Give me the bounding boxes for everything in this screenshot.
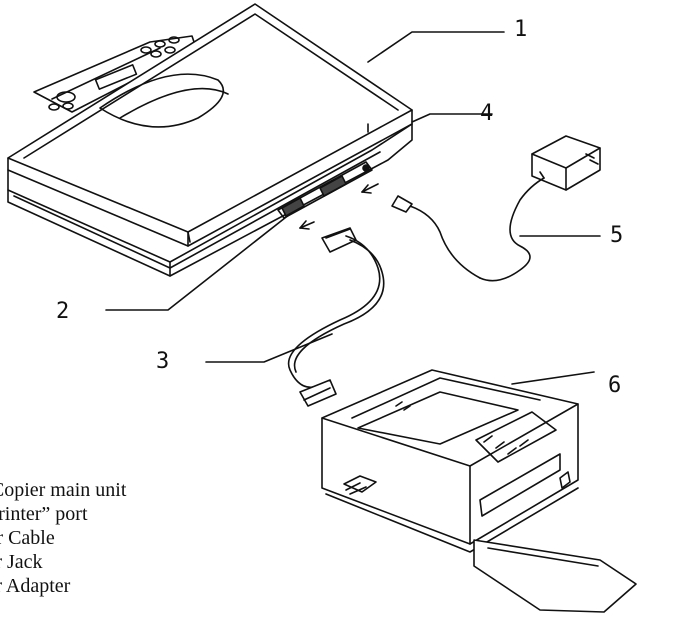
printer-unit [321,369,637,613]
legend-item: wer Jack [0,551,43,573]
callout-3: 3 [156,349,169,374]
power-adapter [391,135,601,282]
legend-item: nter Cable [0,527,55,549]
leader-lines [105,31,601,385]
callout-5: 5 [610,223,623,248]
parts-legend: anCopier main unit o Printer” port nter … [0,478,126,598]
legend-item: anCopier main unit [0,479,127,501]
callout-4: 4 [480,101,493,126]
legend-item: o Printer” port [0,503,88,525]
legend-item: wer Adapter [0,575,71,597]
callout-6: 6 [608,373,621,398]
callout-1: 1 [514,17,527,42]
printer-cable [287,227,385,407]
callout-2: 2 [56,299,69,324]
scanner-unit [7,3,413,277]
